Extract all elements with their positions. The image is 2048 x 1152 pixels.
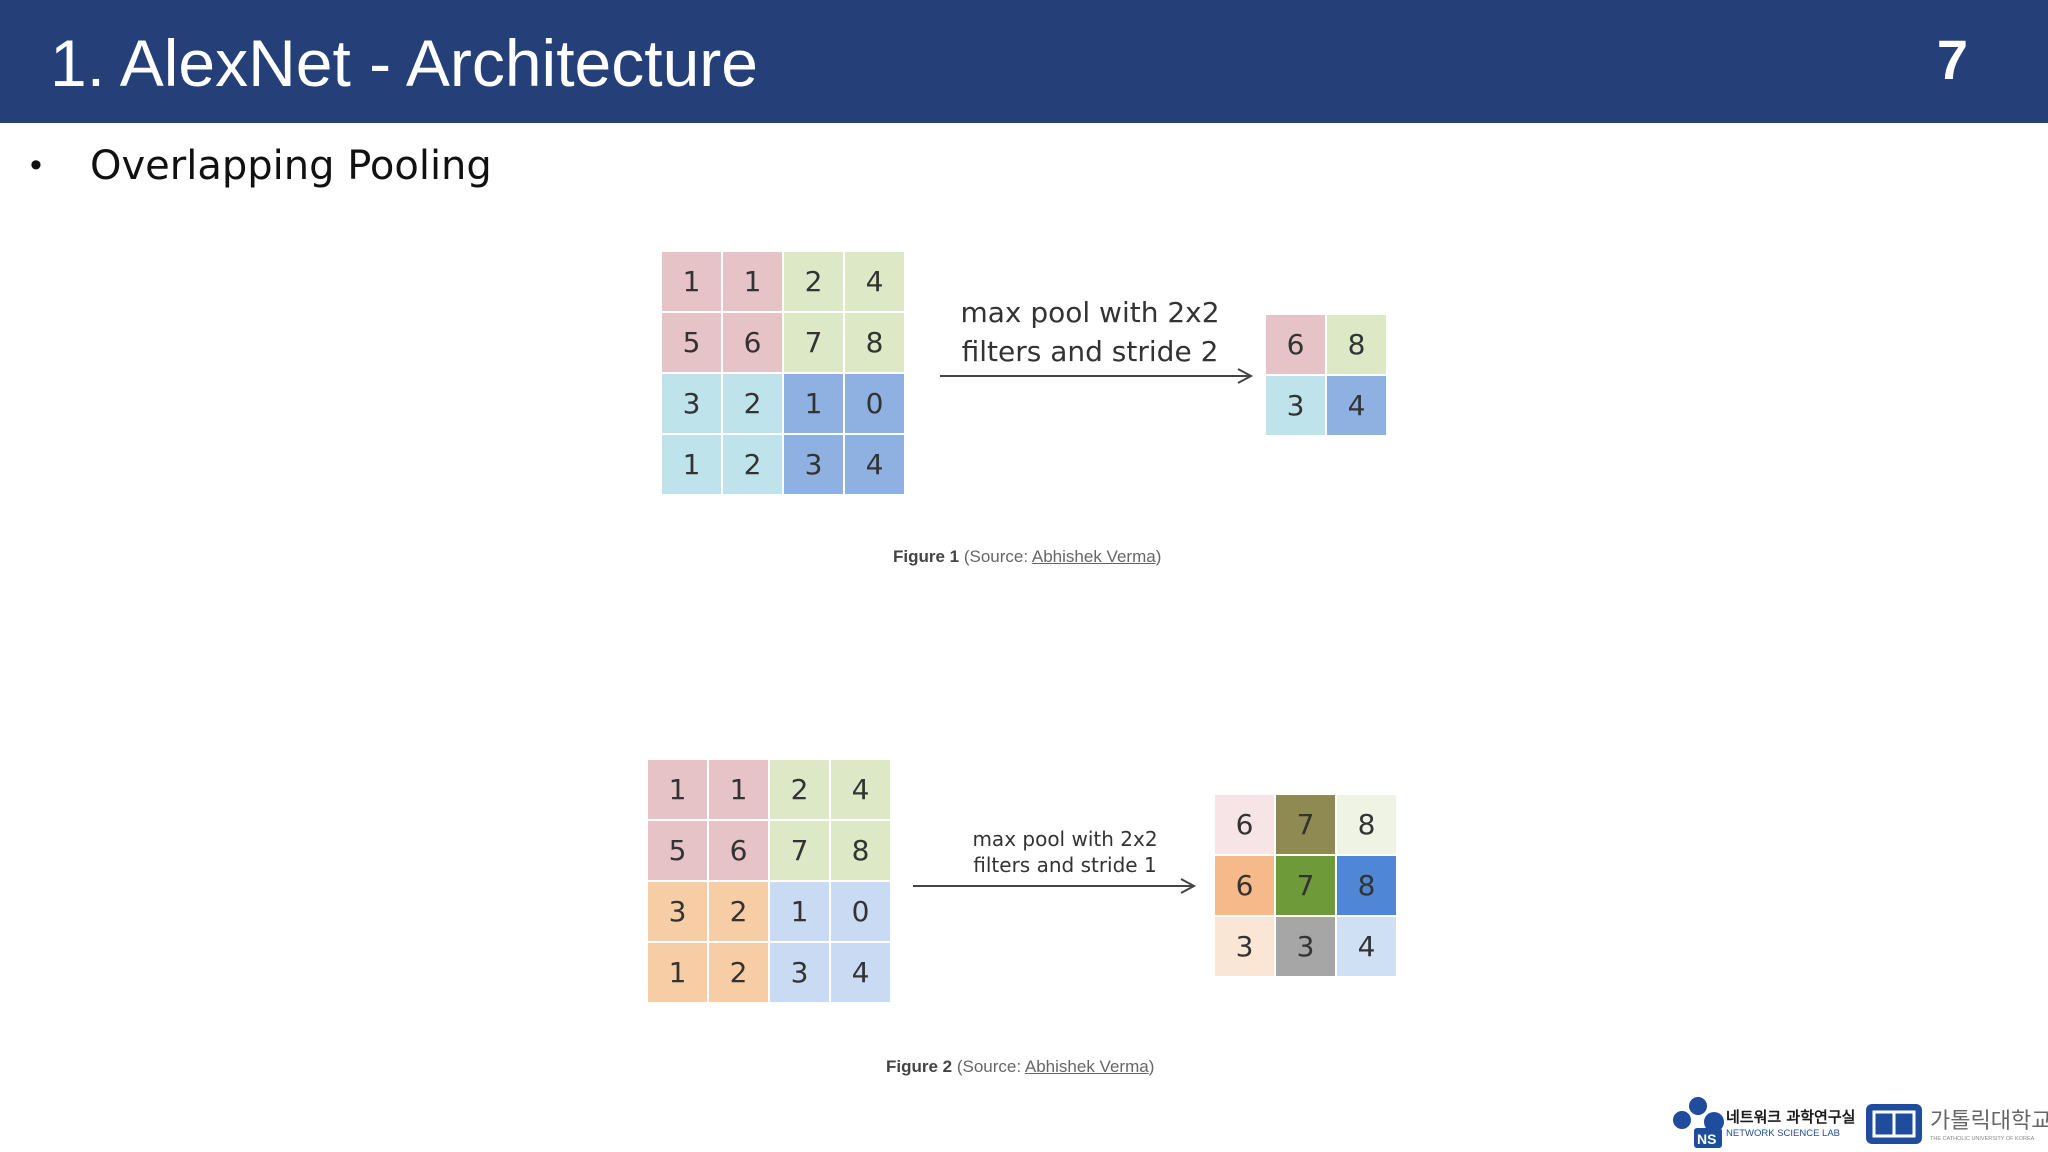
figure2-input-cell: 3	[648, 882, 707, 941]
figure2-input-cell: 2	[709, 882, 768, 941]
figure1-output-cell: 4	[1327, 376, 1386, 435]
header-bar: 1. AlexNet - Architecture 7	[0, 0, 2048, 123]
figure2-input-cell: 2	[709, 943, 768, 1002]
figure1-input-cell: 4	[845, 435, 904, 494]
figure1-input-cell: 1	[784, 374, 843, 433]
figure1-input-cell: 6	[723, 313, 782, 372]
figure2-output-cell: 3	[1215, 917, 1274, 976]
figure1-input-cell: 2	[784, 252, 843, 311]
figure2-output-cell: 3	[1276, 917, 1335, 976]
figure2-caption-pre: (Source:	[952, 1057, 1025, 1076]
figure2-output-cell: 6	[1215, 856, 1274, 915]
figure2-output-cell: 6	[1215, 795, 1274, 854]
figure2-op-line2: filters and stride 1	[973, 853, 1157, 877]
network-science-lab-logo: NS 네트워크 과학연구실 NETWORK SCIENCE LAB	[1673, 1097, 1855, 1148]
catholic-university-logo: 가톨릭대학교 THE CATHOLIC UNIVERSITY OF KOREA	[1866, 1104, 2048, 1144]
figure1-op-line1: max pool with 2x2	[960, 296, 1220, 329]
footer-logos: NS 네트워크 과학연구실 NETWORK SCIENCE LAB 가톨릭대학교…	[1673, 1097, 2048, 1148]
figure1-caption-post: )	[1155, 547, 1162, 566]
slide-title: 1. AlexNet - Architecture	[50, 26, 758, 100]
figure1-caption-label: Figure 1	[893, 547, 960, 566]
figure2-op-label: max pool with 2x2 filters and stride 1	[935, 826, 1195, 878]
figure2-input-cell: 1	[648, 760, 707, 819]
figure1-input-cell: 3	[662, 374, 721, 433]
figure2-input-cell: 3	[770, 943, 829, 1002]
figure1-input-cell: 8	[845, 313, 904, 372]
bullet-marker: •	[30, 146, 42, 184]
figure2-input-cell: 5	[648, 821, 707, 880]
figure2-caption-label: Figure 2	[886, 1057, 953, 1076]
figure2-input-cell: 8	[831, 821, 890, 880]
figure2-output-cell: 8	[1337, 795, 1396, 854]
figure1-caption: Figure 1 (Source: Abhishek Verma)	[893, 547, 1161, 567]
univ-name-ko: 가톨릭대학교	[1930, 1109, 2048, 1134]
figure2-input-cell: 1	[648, 943, 707, 1002]
figure1-input-cell: 1	[723, 252, 782, 311]
lab-badge: NS	[1697, 1131, 1716, 1147]
figure1-input-cell: 3	[784, 435, 843, 494]
figure1-input-cell: 1	[662, 435, 721, 494]
bullet-text: Overlapping Pooling	[90, 143, 492, 189]
figure2-arrow	[913, 878, 1197, 894]
lab-name-en: NETWORK SCIENCE LAB	[1726, 1128, 1840, 1139]
figure1-arrow	[940, 368, 1254, 384]
figure2-output-cell: 8	[1337, 856, 1396, 915]
figure1-input-cell: 7	[784, 313, 843, 372]
figure2-input-cell: 1	[770, 882, 829, 941]
figure2-input-cell: 2	[770, 760, 829, 819]
figure2-input-cell: 1	[709, 760, 768, 819]
figure1-input-cell: 0	[845, 374, 904, 433]
figure2-caption: Figure 2 (Source: Abhishek Verma)	[886, 1057, 1154, 1077]
figure2-source-link[interactable]: Abhishek Verma	[1024, 1057, 1149, 1076]
figure1-input-cell: 5	[662, 313, 721, 372]
figure2-output-cell: 7	[1276, 856, 1335, 915]
figure2-caption-post: )	[1148, 1057, 1155, 1076]
figure2-input-cell: 4	[831, 943, 890, 1002]
figure2-output-cell: 7	[1276, 795, 1335, 854]
figure2-output-cell: 4	[1337, 917, 1396, 976]
figure1-source-link[interactable]: Abhishek Verma	[1031, 547, 1156, 566]
page-number: 7	[1936, 28, 1968, 91]
figure1-op-label: max pool with 2x2 filters and stride 2	[945, 293, 1235, 371]
figure2-input-cell: 4	[831, 760, 890, 819]
figure1-output-cell: 8	[1327, 315, 1386, 374]
univ-name-en: THE CATHOLIC UNIVERSITY OF KOREA	[1930, 1136, 2035, 1142]
lab-name-ko: 네트워크 과학연구실	[1726, 1108, 1855, 1126]
figure2-input-cell: 0	[831, 882, 890, 941]
figure1-input-cell: 1	[662, 252, 721, 311]
figure2-input-cell: 7	[770, 821, 829, 880]
figure1-op-line2: filters and stride 2	[961, 335, 1219, 368]
figure1-input-cell: 4	[845, 252, 904, 311]
figure1-caption-pre: (Source:	[959, 547, 1032, 566]
figure2-op-line1: max pool with 2x2	[972, 827, 1158, 851]
figure1-input-cell: 2	[723, 374, 782, 433]
figure1-input-cell: 2	[723, 435, 782, 494]
figure1-output-cell: 3	[1266, 376, 1325, 435]
figure1-output-cell: 6	[1266, 315, 1325, 374]
figure2-input-cell: 6	[709, 821, 768, 880]
